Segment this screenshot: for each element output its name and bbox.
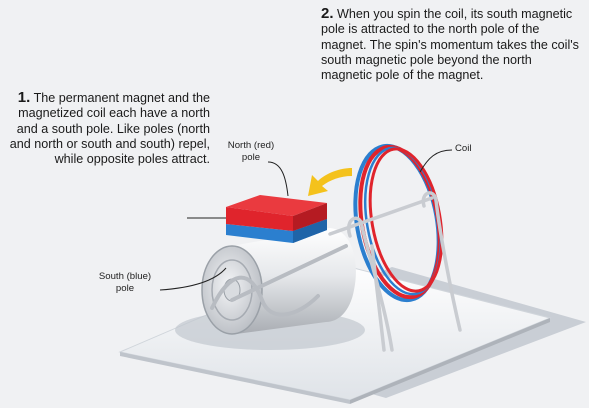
south-pole-label: South (blue) pole <box>98 271 152 294</box>
rotation-arrow-icon <box>308 168 352 196</box>
step-2-caption: 2. When you spin the coil, its south mag… <box>321 6 583 83</box>
step-1-number: 1. <box>17 89 31 106</box>
step-1-text: The permanent magnet and the magnetized … <box>9 91 210 167</box>
leader-lines <box>159 149 453 291</box>
magnet <box>226 195 327 243</box>
coil-supports <box>328 191 462 352</box>
step-2-text: When you spin the coil, its south magnet… <box>321 7 579 83</box>
wire-frame <box>210 244 348 317</box>
step-2-number: 2. <box>321 5 334 22</box>
battery <box>201 228 356 335</box>
step-1-caption: 1. The permanent magnet and the magnetiz… <box>6 90 210 167</box>
coil-label: Coil <box>455 143 472 154</box>
north-pole-label: North (red) pole <box>227 140 275 163</box>
